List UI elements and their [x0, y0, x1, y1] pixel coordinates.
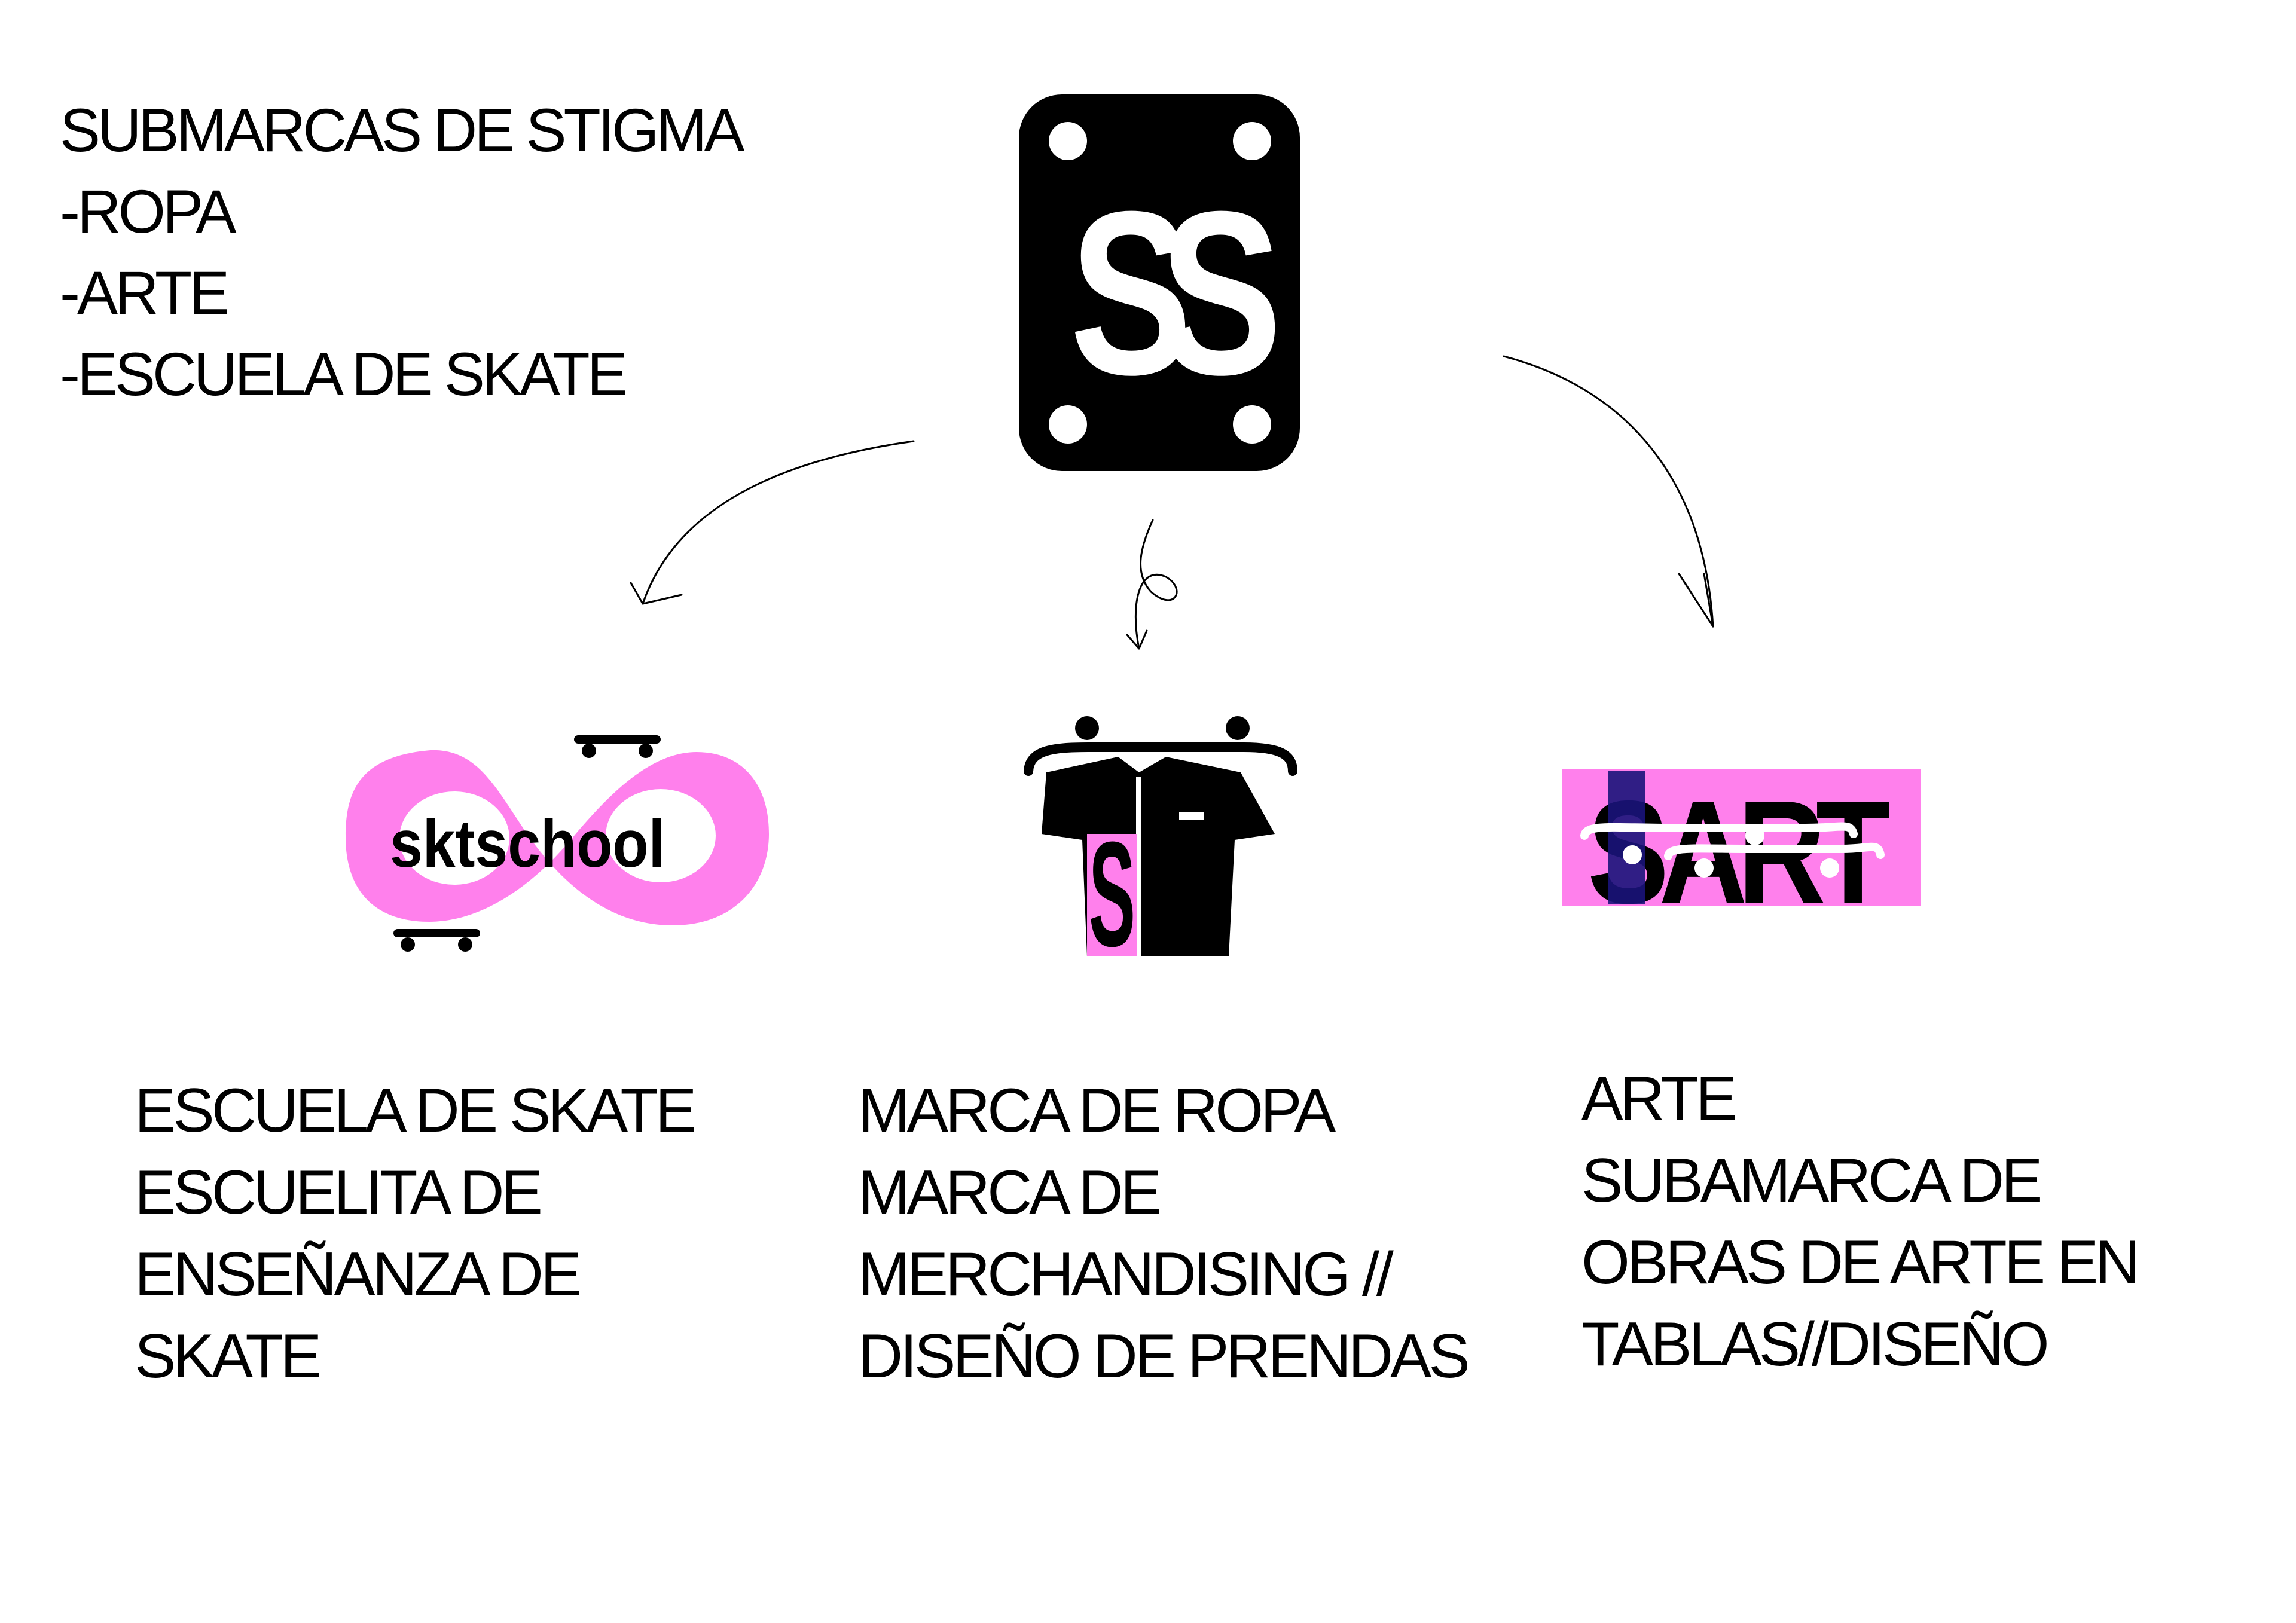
arte-description-line: TABLAS//DISEÑO	[1581, 1310, 2050, 1379]
arte-description-line: OBRAS DE ARTE EN	[1581, 1228, 2140, 1297]
shirt-placket	[1136, 777, 1141, 956]
ropa-logo: S	[1024, 716, 1297, 977]
school-description-line: ESCUELA DE SKATE	[135, 1076, 697, 1145]
ropa-description-line: DISEÑO DE PRENDAS	[858, 1322, 1470, 1391]
ropa-description-line: MARCA DE	[858, 1158, 1162, 1227]
arrow-icon-left	[630, 440, 915, 605]
school-logo-wordmark: sktschool	[390, 806, 665, 881]
intro-item-escuela: -ESCUELA DE SKATE	[60, 340, 628, 408]
arte-logo: SART	[1562, 769, 1921, 934]
skateboard-icon	[1580, 822, 1885, 860]
skateboard-icon	[574, 735, 661, 758]
bolt-hole	[1233, 405, 1271, 444]
t-shirt-icon	[1042, 757, 1275, 956]
ropa-logo-monogram: S	[1089, 811, 1135, 977]
arrow-icon-center	[1126, 519, 1178, 650]
connector-arrows	[630, 355, 1714, 650]
ropa-description-line: MERCHANDISING //	[858, 1240, 1394, 1309]
skateboard-icon	[393, 929, 480, 952]
riser-pad-icon	[1019, 94, 1300, 471]
arte-description-line: SUBAMARCA DE	[1581, 1146, 2042, 1215]
intro-title: SUBMARCAS DE STIGMA	[60, 96, 745, 164]
school-description-line: ESCUELITA DE	[135, 1158, 543, 1227]
hanger-skateboard-icon	[1024, 716, 1297, 776]
ropa-description-line: MARCA DE ROPA	[858, 1076, 1336, 1145]
arte-description: ARTE SUBAMARCA DE OBRAS DE ARTE EN TABLA…	[1581, 1058, 2140, 1386]
intro-item-ropa: -ROPA	[60, 178, 236, 246]
arte-description-line: ARTE	[1581, 1064, 1738, 1133]
school-description: ESCUELA DE SKATE ESCUELITA DE ENSEÑANZA …	[135, 1070, 697, 1398]
school-description-line: ENSEÑANZA DE	[135, 1240, 582, 1309]
bolt-hole	[1049, 405, 1087, 444]
bolt-hole	[1233, 122, 1271, 160]
school-description-line: SKATE	[135, 1322, 322, 1391]
school-logo: sktschool	[346, 735, 769, 952]
main-logo-monogram: SS	[1070, 163, 1277, 423]
intro-item-arte: -ARTE	[60, 259, 230, 327]
ropa-description: MARCA DE ROPA MARCA DE MERCHANDISING // …	[858, 1070, 1470, 1398]
shirt-pocket	[1179, 812, 1204, 820]
bolt-hole	[1049, 122, 1087, 160]
skateboard-wheels	[1623, 826, 1839, 878]
intro-list: SUBMARCAS DE STIGMA -ROPA -ARTE -ESCUELA…	[60, 90, 745, 415]
main-logo: SS	[1019, 94, 1319, 471]
arrow-icon-right	[1503, 355, 1714, 628]
